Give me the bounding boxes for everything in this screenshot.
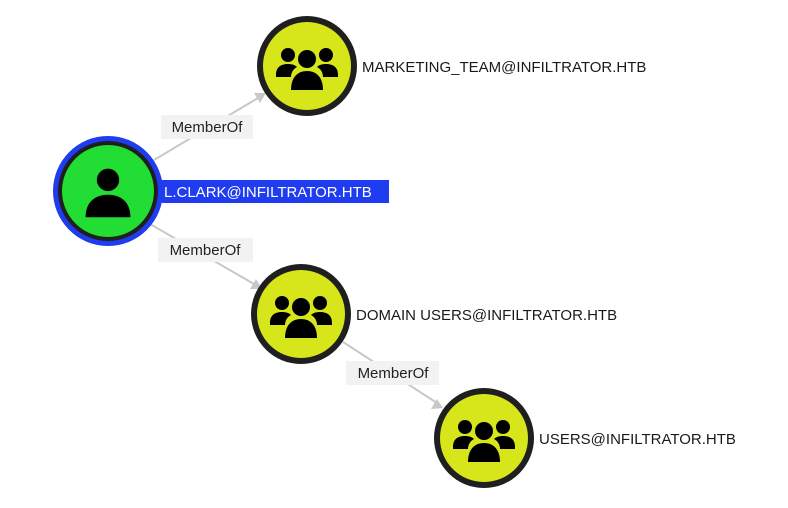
edge-domain-users-to-users[interactable]: MemberOf <box>342 341 443 409</box>
edge-user-to-domain-users[interactable]: MemberOf <box>149 223 262 289</box>
arrowhead-icon <box>254 93 266 103</box>
node-label: USERS@INFILTRATOR.HTB <box>539 431 736 448</box>
edge-label-background <box>161 115 253 139</box>
edge-label-background <box>158 238 253 262</box>
edge-user-to-marketing-team[interactable]: MemberOf <box>153 93 266 161</box>
edge-label-memberof: MemberOf <box>358 365 430 382</box>
node-label: DOMAIN USERS@INFILTRATOR.HTB <box>356 307 617 324</box>
arrowhead-icon <box>431 399 443 409</box>
node-label: L.CLARK@INFILTRATOR.HTB <box>164 184 372 201</box>
arrowhead-icon <box>250 279 262 289</box>
node-group-domain-users[interactable]: DOMAIN USERS@INFILTRATOR.HTB <box>251 264 617 364</box>
node-group-marketing-team[interactable]: MARKETING_TEAM@INFILTRATOR.HTB <box>257 16 646 116</box>
node-label-highlight <box>162 180 389 203</box>
edge-label-memberof: MemberOf <box>170 242 242 259</box>
node-user-l-clark[interactable]: L.CLARK@INFILTRATOR.HTB <box>53 136 389 246</box>
edge-label-background <box>346 361 439 385</box>
node-label: MARKETING_TEAM@INFILTRATOR.HTB <box>362 59 646 76</box>
edge-label-memberof: MemberOf <box>172 119 244 136</box>
node-group-users[interactable]: USERS@INFILTRATOR.HTB <box>434 388 736 488</box>
